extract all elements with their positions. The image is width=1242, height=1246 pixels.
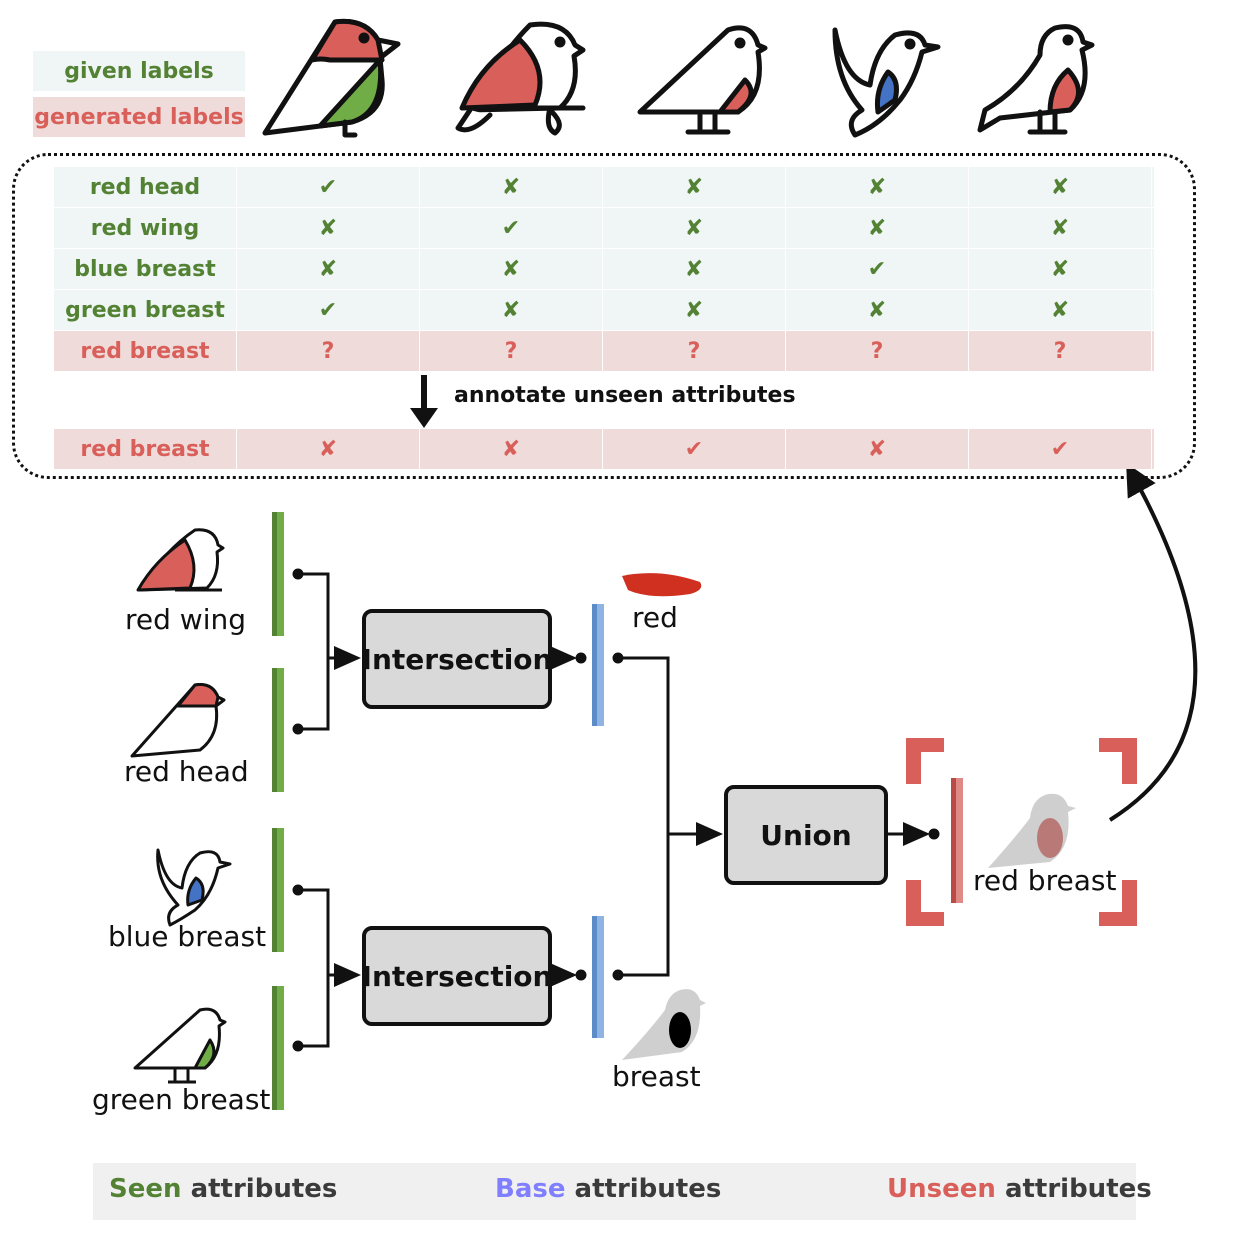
question-icon: ? bbox=[420, 331, 603, 371]
bird-icon-blue-breast bbox=[832, 27, 941, 138]
union-label: Union bbox=[760, 818, 852, 852]
check-icon: ✔ bbox=[786, 249, 969, 289]
intersection-box-2: Intersection bbox=[362, 926, 552, 1026]
bird-icon-red-breast-1 bbox=[637, 25, 768, 135]
cross-icon: ✘ bbox=[786, 290, 969, 330]
cross-icon: ✘ bbox=[786, 429, 969, 469]
unseen-word: Unseen bbox=[887, 1174, 996, 1204]
cross-icon: ✘ bbox=[603, 249, 786, 289]
intersection-label-2: Intersection bbox=[361, 959, 553, 993]
seen-bar-blue-breast bbox=[272, 828, 284, 952]
cross-icon: ✘ bbox=[969, 249, 1152, 289]
connector-union-output bbox=[888, 822, 940, 846]
intersection-label-1: Intersection bbox=[361, 642, 553, 676]
base-suffix: attributes bbox=[574, 1174, 722, 1204]
cross-icon: ✘ bbox=[420, 167, 603, 207]
red-breast-bird-icon bbox=[988, 793, 1076, 868]
table-row-red-breast-generated: red breast ✘ ✘ ✔ ✘ ✔ bbox=[54, 429, 1154, 469]
bird-icon-red-breast-2 bbox=[977, 24, 1095, 135]
cross-icon: ✘ bbox=[969, 290, 1152, 330]
question-icon: ? bbox=[969, 331, 1152, 371]
question-icon: ? bbox=[603, 331, 786, 371]
row-label: red breast bbox=[54, 331, 237, 371]
seen-bar-green-breast bbox=[272, 986, 284, 1110]
legend-generated-labels-text: generated labels bbox=[34, 104, 244, 130]
base-label-red: red bbox=[632, 601, 678, 634]
seen-label-green-breast: green breast bbox=[92, 1083, 271, 1116]
base-word: Base bbox=[495, 1174, 566, 1204]
cross-icon: ✘ bbox=[603, 208, 786, 248]
table-row-green-breast: green breast ✔ ✘ ✘ ✘ ✘ bbox=[54, 290, 1154, 330]
legend-given-labels: given labels bbox=[33, 51, 245, 91]
annotate-unseen-label: annotate unseen attributes bbox=[454, 383, 796, 408]
check-icon: ✔ bbox=[603, 429, 786, 469]
cross-icon: ✘ bbox=[603, 167, 786, 207]
union-box: Union bbox=[724, 785, 888, 885]
bottom-legend-bar bbox=[93, 1163, 1136, 1220]
seen-feature-bars bbox=[272, 512, 284, 1110]
connector-intersection-2 bbox=[292, 884, 361, 1052]
question-icon: ? bbox=[786, 331, 969, 371]
red-wing-bird-icon bbox=[136, 528, 225, 592]
seen-bar-red-head bbox=[272, 668, 284, 792]
cross-icon: ✘ bbox=[420, 429, 603, 469]
row-label: blue breast bbox=[54, 249, 237, 289]
bird-icon-red-wing bbox=[455, 21, 586, 136]
row-label: red head bbox=[54, 167, 237, 207]
check-icon: ✔ bbox=[969, 429, 1152, 469]
focus-brackets bbox=[906, 738, 1137, 926]
bottom-legend-base: Base attributes bbox=[495, 1174, 721, 1204]
cross-icon: ✘ bbox=[786, 208, 969, 248]
legend-given-labels-text: given labels bbox=[64, 58, 214, 84]
cross-icon: ✘ bbox=[420, 290, 603, 330]
row-label: red breast bbox=[54, 429, 237, 469]
table-row-red-breast-unknown: red breast ? ? ? ? ? bbox=[54, 331, 1154, 371]
seen-label-blue-breast: blue breast bbox=[108, 920, 267, 953]
question-icon: ? bbox=[237, 331, 420, 371]
green-breast-bird-icon bbox=[133, 1007, 227, 1084]
base-bar-breast bbox=[592, 916, 604, 1038]
unseen-label-red-breast: red breast bbox=[973, 864, 1117, 897]
bottom-legend-seen: Seen attributes bbox=[109, 1174, 337, 1204]
seen-word: Seen bbox=[109, 1174, 182, 1204]
breast-bird-icon bbox=[622, 989, 706, 1060]
cross-icon: ✘ bbox=[420, 249, 603, 289]
connector-intersection-1 bbox=[292, 568, 361, 735]
cross-icon: ✘ bbox=[603, 290, 786, 330]
seen-label-red-wing: red wing bbox=[125, 603, 246, 636]
feedback-arrow bbox=[1108, 463, 1198, 822]
base-bar-red bbox=[592, 604, 604, 726]
seen-bar-red-wing bbox=[272, 512, 284, 636]
blue-breast-bird-icon bbox=[156, 848, 232, 927]
cross-icon: ✘ bbox=[969, 167, 1152, 207]
cross-icon: ✘ bbox=[786, 167, 969, 207]
red-head-bird-icon bbox=[130, 683, 226, 758]
bird-icon-red-head-green-breast bbox=[262, 18, 401, 138]
check-icon: ✔ bbox=[237, 290, 420, 330]
annotation-frame bbox=[12, 153, 1196, 479]
cross-icon: ✘ bbox=[237, 429, 420, 469]
base-label-breast: breast bbox=[612, 1060, 701, 1093]
legend-generated-labels: generated labels bbox=[33, 97, 245, 137]
table-row-blue-breast: blue breast ✘ ✘ ✘ ✔ ✘ bbox=[54, 249, 1154, 289]
table-row-red-head: red head ✔ ✘ ✘ ✘ ✘ bbox=[54, 167, 1154, 207]
bottom-legend-unseen: Unseen attributes bbox=[887, 1174, 1152, 1204]
check-icon: ✔ bbox=[420, 208, 603, 248]
unseen-suffix: attributes bbox=[1004, 1174, 1152, 1204]
intersection-box-1: Intersection bbox=[362, 609, 552, 709]
seen-suffix: attributes bbox=[190, 1174, 338, 1204]
row-label: red wing bbox=[54, 208, 237, 248]
cross-icon: ✘ bbox=[969, 208, 1152, 248]
cross-icon: ✘ bbox=[237, 249, 420, 289]
connector-base-to-union bbox=[550, 646, 723, 987]
base-feature-bars bbox=[592, 604, 604, 1038]
seen-label-red-head: red head bbox=[124, 755, 249, 788]
row-label: green breast bbox=[54, 290, 237, 330]
cross-icon: ✘ bbox=[237, 208, 420, 248]
unseen-feature-bar bbox=[951, 778, 963, 903]
check-icon: ✔ bbox=[237, 167, 420, 207]
red-color-swatch-icon bbox=[622, 573, 702, 597]
table-row-red-wing: red wing ✘ ✔ ✘ ✘ ✘ bbox=[54, 208, 1154, 248]
